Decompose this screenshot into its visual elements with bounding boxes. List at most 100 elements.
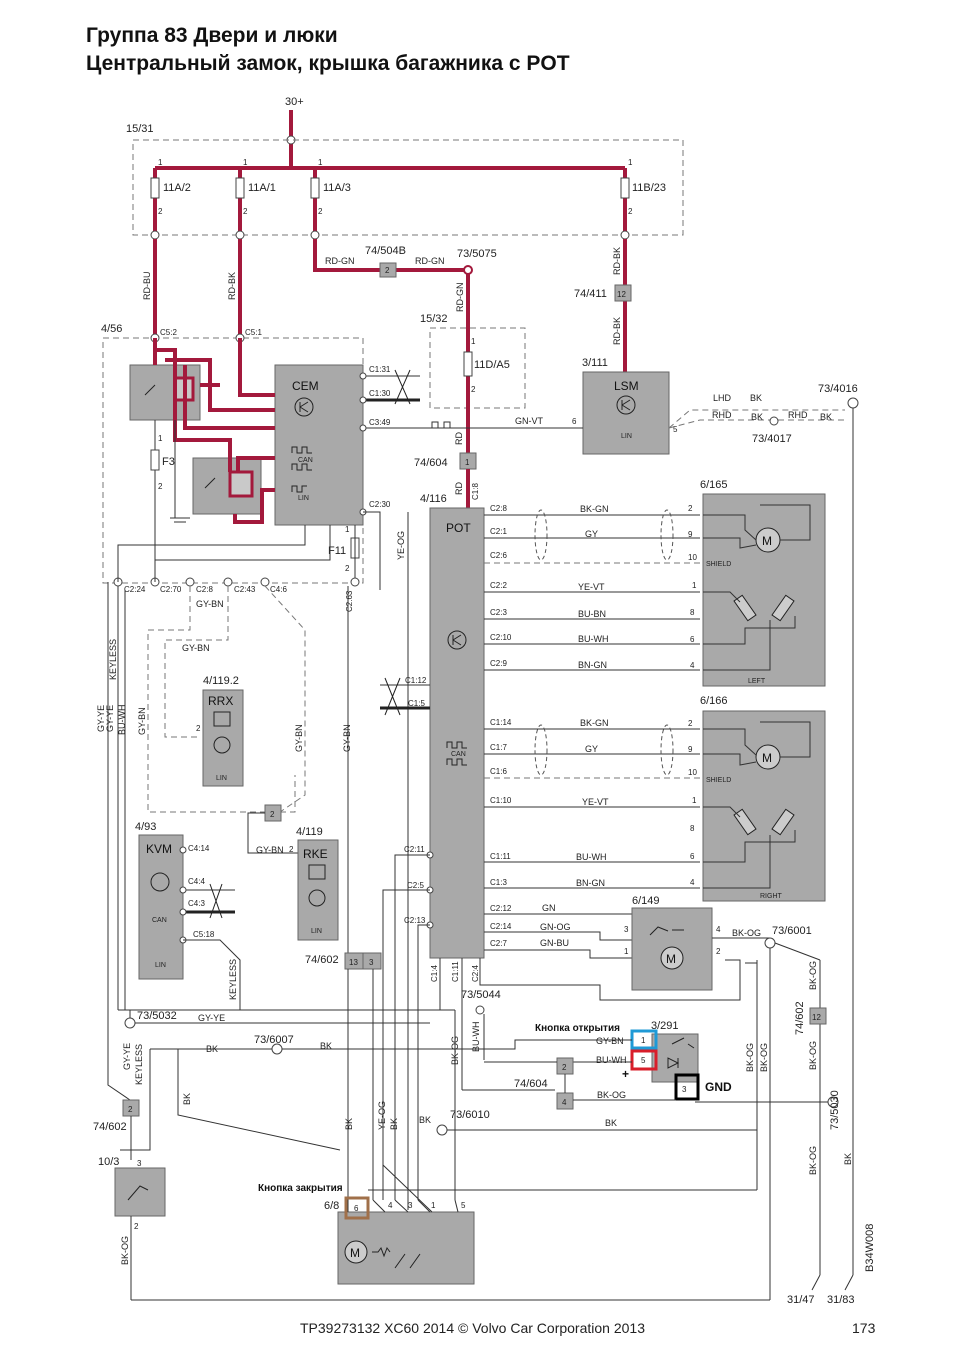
svg-text:BK: BK xyxy=(750,393,762,403)
svg-text:BK-OG: BK-OG xyxy=(808,1041,818,1070)
svg-text:RD: RD xyxy=(454,432,464,445)
svg-text:2: 2 xyxy=(134,1222,139,1231)
svg-text:1: 1 xyxy=(318,158,323,167)
svg-text:2: 2 xyxy=(345,564,350,573)
svg-text:GY-BN: GY-BN xyxy=(294,724,304,752)
svg-text:12: 12 xyxy=(812,1013,821,1022)
svg-text:BK: BK xyxy=(389,1118,399,1130)
svg-text:1: 1 xyxy=(158,434,163,443)
fusebox-label: 15/31 xyxy=(126,123,154,135)
cem-module xyxy=(274,364,364,526)
svg-text:2: 2 xyxy=(158,482,163,491)
svg-text:BK-OG: BK-OG xyxy=(808,1146,818,1175)
svg-text:5: 5 xyxy=(461,1201,466,1210)
open-button-pin5-highlight xyxy=(630,1049,658,1071)
gnd-annotation: GND xyxy=(705,1080,732,1094)
svg-text:YE-OG: YE-OG xyxy=(396,531,406,560)
svg-text:4: 4 xyxy=(562,1098,567,1107)
svg-text:GY: GY xyxy=(585,744,598,754)
svg-text:M: M xyxy=(350,1246,360,1260)
svg-text:3: 3 xyxy=(682,1085,687,1094)
svg-text:C2:9: C2:9 xyxy=(490,659,507,668)
svg-text:C2:7: C2:7 xyxy=(490,939,507,948)
svg-text:BK-OG: BK-OG xyxy=(759,1043,769,1072)
svg-text:RD-GN: RD-GN xyxy=(455,283,465,313)
svg-text:5: 5 xyxy=(673,425,678,434)
svg-text:6/149: 6/149 xyxy=(632,895,660,907)
svg-text:C2:6: C2:6 xyxy=(490,551,507,560)
footer-caption: TP39273132 XC60 2014 © Volvo Car Corpora… xyxy=(300,1320,645,1336)
svg-text:74/602: 74/602 xyxy=(93,1121,127,1133)
svg-text:BK-OG: BK-OG xyxy=(808,961,818,990)
svg-text:9: 9 xyxy=(688,745,693,754)
svg-text:+: + xyxy=(622,1067,629,1081)
svg-text:C2:10: C2:10 xyxy=(490,633,512,642)
svg-text:YE-OG: YE-OG xyxy=(377,1101,387,1130)
svg-text:2: 2 xyxy=(688,719,693,728)
svg-text:1: 1 xyxy=(641,1036,646,1045)
svg-text:31/83: 31/83 xyxy=(827,1294,855,1306)
svg-text:KEYLESS: KEYLESS xyxy=(228,959,238,1000)
svg-text:BU-WH: BU-WH xyxy=(596,1055,627,1065)
svg-text:2: 2 xyxy=(471,385,476,394)
svg-text:C1:5: C1:5 xyxy=(408,699,425,708)
svg-text:6: 6 xyxy=(572,417,577,426)
page-number: 173 xyxy=(852,1320,876,1336)
svg-text:BK: BK xyxy=(820,412,832,422)
svg-text:F11: F11 xyxy=(328,545,346,557)
lsm-module xyxy=(582,371,670,455)
svg-text:2: 2 xyxy=(716,947,721,956)
svg-text:GN-OG: GN-OG xyxy=(540,922,571,932)
svg-text:F3: F3 xyxy=(162,456,175,468)
open-button-annotation: Кнопка открытия xyxy=(535,1023,620,1034)
svg-text:2: 2 xyxy=(628,207,633,216)
svg-text:RD-GN: RD-GN xyxy=(325,256,355,266)
svg-text:BK: BK xyxy=(751,412,763,422)
svg-text:GN: GN xyxy=(542,903,556,913)
svg-text:CEM: CEM xyxy=(292,379,319,393)
svg-text:BK: BK xyxy=(206,1044,218,1054)
svg-text:10: 10 xyxy=(688,768,697,777)
svg-text:C1:4: C1:4 xyxy=(430,965,439,982)
svg-text:2: 2 xyxy=(318,207,323,216)
svg-text:BK-OG: BK-OG xyxy=(732,928,761,938)
svg-text:6: 6 xyxy=(690,635,695,644)
svg-text:11A/2: 11A/2 xyxy=(163,182,191,194)
svg-text:C2:30: C2:30 xyxy=(369,500,391,509)
svg-text:C2:43: C2:43 xyxy=(234,585,256,594)
svg-text:BU-BN: BU-BN xyxy=(578,609,606,619)
svg-text:4: 4 xyxy=(690,878,695,887)
svg-text:1: 1 xyxy=(465,458,470,467)
svg-text:YE-VT: YE-VT xyxy=(582,797,609,807)
svg-text:LIN: LIN xyxy=(155,962,166,969)
svg-text:73/5030: 73/5030 xyxy=(829,1090,841,1130)
svg-text:4/119: 4/119 xyxy=(296,826,323,838)
svg-text:KEYLESS: KEYLESS xyxy=(134,1044,144,1085)
svg-text:74/604: 74/604 xyxy=(514,1078,548,1090)
svg-text:4/93: 4/93 xyxy=(135,821,156,833)
title-line-1: Группа 83 Двери и люки xyxy=(86,24,338,47)
fuse-11a2: 11A/2 12 xyxy=(150,158,191,235)
svg-text:GY-BN: GY-BN xyxy=(196,599,224,609)
open-button-gnd-highlight xyxy=(674,1073,700,1101)
svg-text:C2:8: C2:8 xyxy=(490,504,507,513)
svg-text:C2:24: C2:24 xyxy=(124,585,146,594)
svg-text:RD-BK: RD-BK xyxy=(612,247,622,275)
svg-text:RD-BK: RD-BK xyxy=(612,317,622,345)
svg-text:LEFT: LEFT xyxy=(748,678,766,685)
svg-text:10/3: 10/3 xyxy=(98,1156,119,1168)
svg-text:LIN: LIN xyxy=(621,433,632,440)
svg-text:KEYLESS: KEYLESS xyxy=(108,639,118,680)
svg-text:BK: BK xyxy=(344,1118,354,1130)
svg-text:CAN: CAN xyxy=(298,457,313,464)
svg-text:6/165: 6/165 xyxy=(700,479,728,491)
svg-text:1: 1 xyxy=(692,581,697,590)
svg-text:C2:1: C2:1 xyxy=(490,527,507,536)
svg-text:LHD: LHD xyxy=(713,393,732,403)
svg-text:GY: GY xyxy=(585,529,598,539)
svg-text:BN-GN: BN-GN xyxy=(578,660,607,670)
svg-text:4: 4 xyxy=(716,925,721,934)
svg-text:4: 4 xyxy=(690,661,695,670)
svg-text:1: 1 xyxy=(471,337,476,346)
svg-text:BK-GN: BK-GN xyxy=(580,718,609,728)
